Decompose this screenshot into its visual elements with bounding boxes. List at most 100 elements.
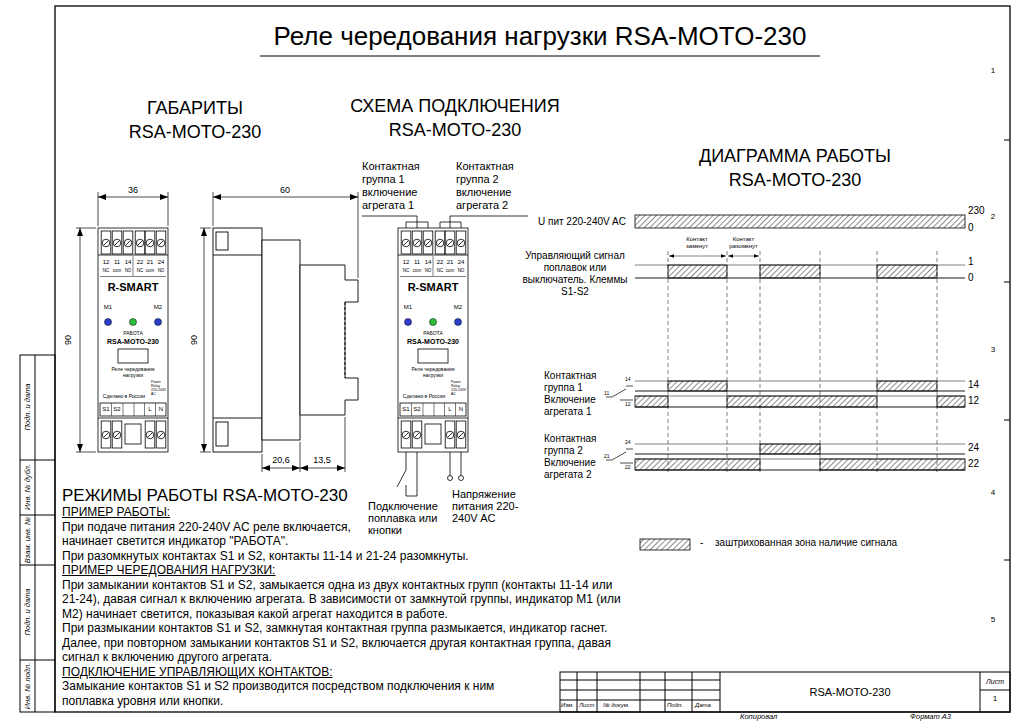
callout-label: Контактная группа 2 включение агрегата 2 — [456, 160, 528, 212]
contact-type: NC — [403, 268, 410, 273]
relay-front-view-part — [104, 241, 109, 246]
relay-front-view-part — [418, 349, 448, 363]
title-block-part — [560, 700, 720, 701]
relay-front-view-part — [123, 403, 124, 416]
contact-type: NO — [158, 268, 165, 273]
relay-front-view — [98, 228, 168, 452]
relay-front-view-part — [102, 431, 110, 439]
body-text: При размыкании контактов S1 и S2, замкну… — [62, 621, 627, 636]
section-heading: RSA-MOTO-230 — [129, 122, 262, 143]
side-view-part — [216, 232, 228, 250]
sheet-frame-part — [55, 6, 1010, 712]
relay-front-view-part — [155, 319, 162, 326]
relay-front-view-part — [413, 431, 421, 439]
terminal-number: 11 — [414, 259, 420, 266]
relay-front-view-part — [436, 239, 444, 247]
wiring — [362, 216, 528, 496]
relay-front-view-part — [148, 433, 153, 438]
timing-diagram-part-part — [606, 386, 633, 400]
relay-front-view-part — [102, 239, 110, 247]
title-block-text: Лист — [986, 678, 1004, 686]
timing-diagram-part-part — [606, 449, 633, 463]
sheet-frame — [55, 6, 1010, 712]
relay-front-view-part — [159, 241, 164, 246]
terminal-name: N — [159, 406, 163, 413]
timing-diagram-part — [820, 459, 965, 470]
model-name: RSA-MOTO-230 — [407, 338, 459, 346]
relay-front-view-part — [455, 319, 462, 326]
relay-front-view-part — [135, 231, 145, 254]
relay-front-view-part — [446, 239, 454, 247]
terminal-name: S1 — [402, 406, 409, 413]
timing-diagram-part-part — [877, 251, 878, 474]
brand-logo: R-SMART — [408, 281, 459, 294]
terminal-number: 12 — [403, 259, 410, 266]
relay-front-view — [398, 228, 468, 452]
timing-diagram-part — [668, 265, 727, 278]
relay-front-view-part — [112, 421, 122, 448]
body-text: Далее, при повторном замыкании контактов… — [62, 636, 627, 665]
relay-front-view-part — [457, 239, 465, 247]
stamp-label: Подп. и дата — [23, 384, 32, 431]
relay-front-view-part — [101, 231, 111, 254]
relay-front-view-part — [445, 231, 455, 254]
body-text: Замыкание контактов S1 и S2 производится… — [62, 679, 547, 708]
body-text: При разомкнутых контактах S1 и S2, конта… — [62, 549, 492, 564]
brand-logo: R-SMART — [108, 281, 159, 294]
relay-front-view-part — [115, 241, 120, 246]
level-value: 12 — [968, 395, 979, 407]
terminal-number: 24 — [458, 259, 465, 266]
title-block-part — [560, 680, 720, 681]
terminal-number: 21 — [447, 259, 454, 266]
timing-diagram-part-part — [820, 251, 821, 474]
relay-front-view-part — [402, 239, 410, 247]
relay-front-view-part — [123, 231, 133, 254]
timing-diagram-part-part — [760, 251, 761, 474]
section-heading: РЕЖИМЫ РАБОТЫ RSA-MOTO-230 — [62, 486, 348, 506]
sheet-title: Реле чередования нагрузки RSA-MOTO-230 — [274, 22, 807, 52]
signal-label: Контактная группа 1 Включение агрегата 1 — [544, 370, 602, 418]
relay-front-view-part — [433, 256, 434, 276]
relay-front-view-part — [148, 241, 153, 246]
relay-front-view-part — [100, 276, 166, 277]
stamp-column-part — [20, 355, 55, 712]
relay-front-view-part — [401, 231, 411, 254]
relay-front-view-part — [404, 241, 409, 246]
relay-front-view-part — [159, 433, 164, 438]
side-view-part — [262, 240, 300, 440]
relay-front-view-part — [105, 319, 112, 326]
title-block-part — [665, 672, 666, 712]
relay-front-view-part — [130, 319, 137, 326]
title-block-part — [560, 690, 720, 691]
relay-front-view-part — [104, 433, 109, 438]
device-caption: Power Relay 220-240V AC — [151, 380, 167, 396]
relay-front-view-part — [413, 239, 421, 247]
timing-diagram-part — [760, 265, 820, 278]
contact-type: com — [113, 268, 122, 273]
terminal-number: 21 — [147, 259, 154, 266]
pin-number: 11 — [604, 391, 609, 397]
terminal-number: 11 — [114, 259, 120, 266]
stamp-column-part — [20, 660, 55, 661]
section-heading: ГАБАРИТЫ — [147, 98, 243, 119]
terminal-number: 22 — [437, 259, 444, 266]
title-block — [560, 672, 1010, 712]
timing-diagram-part — [635, 396, 668, 407]
terminal-number: 14 — [125, 259, 132, 266]
relay-front-view-part — [98, 228, 168, 452]
relay-front-view-part — [455, 403, 456, 416]
relay-front-view-part — [134, 403, 135, 416]
relay-front-view-part — [456, 421, 466, 448]
relay-front-view-part — [402, 431, 410, 439]
timing-diagram-part — [606, 386, 633, 463]
contact-type: com — [446, 268, 455, 273]
pin-number: 14 — [625, 377, 631, 383]
zone-number: 3 — [991, 345, 995, 354]
device-caption: Реле чередования нагрузки — [411, 366, 455, 378]
timing-diagram-part — [728, 256, 759, 257]
relay-front-view-part — [425, 424, 441, 444]
contact-type: NC — [437, 268, 444, 273]
interval-note: Контакт разомкнут — [727, 236, 761, 250]
relay-front-view-part — [144, 403, 145, 416]
legend — [640, 539, 690, 550]
